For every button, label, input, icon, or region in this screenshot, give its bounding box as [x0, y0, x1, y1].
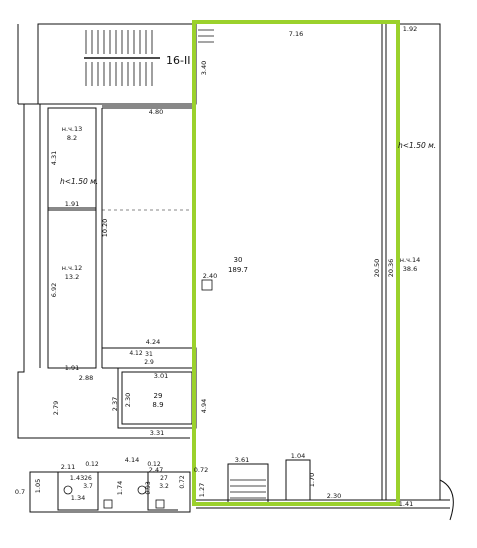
stair-label: 16-II	[166, 54, 190, 67]
room-29-number: 29	[154, 392, 163, 400]
height-note-right: h<1.50 м.	[398, 141, 436, 150]
wall-bottom-right	[196, 499, 450, 509]
dimension-labels: 7.16 1.92 3.40 4.80 4.31 10.20 1.91 6.92…	[15, 25, 417, 508]
wall-bottom-left	[29, 437, 191, 513]
dim-0-72: 0.72	[194, 466, 208, 474]
dim-2-47: 2.47	[149, 466, 163, 474]
dim-3-01: 3.01	[154, 372, 168, 380]
dim-2-30: 2.30	[124, 393, 132, 407]
dim-1-34: 1.34	[71, 494, 85, 502]
room-30-area: 189.7	[228, 266, 248, 274]
dim-1-91-a: 1.91	[65, 200, 79, 208]
dim-7-16: 7.16	[289, 30, 303, 38]
dim-1-91-b: 1.91	[65, 364, 79, 372]
dim-2-11: 2.11	[61, 463, 75, 471]
outer-wall-left	[17, 103, 40, 439]
room-13-area: 8.2	[67, 134, 77, 142]
dim-0-93: 0.93	[145, 481, 152, 495]
dim-0-72-b: 0.72	[179, 475, 186, 489]
dim-1-74: 1.74	[116, 481, 124, 495]
stair-flight-upper	[85, 30, 153, 54]
room-12-number: н.ч.12	[62, 264, 83, 272]
room-26-area: 3.7	[83, 483, 93, 490]
dim-20-36: 20.36	[387, 259, 395, 278]
wall-room-104	[285, 459, 311, 501]
height-note-left: h<1.50 м.	[60, 177, 98, 186]
dim-0-7: 0.7	[15, 488, 25, 496]
dim-4-24: 4.24	[146, 338, 160, 346]
room-12-area: 13.2	[65, 273, 79, 281]
dim-6-92: 6.92	[50, 283, 58, 297]
dim-4-80: 4.80	[149, 108, 163, 116]
stair-block-wall-left	[17, 24, 38, 105]
wall-top-main	[102, 105, 196, 109]
wall-right-curve	[439, 479, 454, 521]
stair-small-treads	[230, 479, 266, 499]
dim-3-31: 3.31	[150, 429, 164, 437]
room-31-number: 31	[145, 351, 153, 358]
dim-2-37: 2.37	[111, 397, 119, 411]
dim-4-94: 4.94	[200, 399, 208, 413]
room-13-number: н.ч.13	[62, 125, 83, 133]
fixtures	[63, 279, 213, 509]
room-14-area: 38.6	[403, 265, 417, 273]
dim-1-43: 1.43	[70, 474, 84, 482]
dim-1-70: 1.70	[308, 473, 316, 487]
wall-room13	[47, 107, 97, 369]
dim-20-50: 20.50	[373, 259, 381, 278]
dim-2-88: 2.88	[79, 374, 93, 382]
dim-1-27: 1.27	[198, 483, 206, 497]
wall-room26	[57, 472, 99, 511]
dim-10-20: 10.20	[101, 219, 109, 238]
wall-room27	[147, 472, 178, 511]
dim-4-14: 4.14	[125, 456, 139, 464]
dim-0-12-b: 0.12	[147, 461, 161, 468]
wall-room13-12-split	[48, 207, 96, 211]
dim-0-12: 0.12	[85, 461, 99, 468]
sink-icon-26	[103, 499, 113, 509]
room-31-area: 2.9	[144, 359, 154, 366]
toilet-icon-26	[63, 485, 73, 495]
dim-2-79: 2.79	[52, 401, 60, 415]
room-27-area: 3.2	[159, 483, 169, 490]
dim-1-92: 1.92	[403, 25, 417, 33]
dim-2-40: 2.40	[203, 272, 217, 280]
dim-3-40: 3.40	[200, 61, 208, 75]
stair-top-treads	[198, 29, 214, 43]
dim-3-61: 3.61	[235, 456, 249, 464]
dim-4-31: 4.31	[50, 151, 58, 165]
dim-2-30-b: 2.30	[327, 492, 341, 500]
stair-treads	[84, 29, 266, 499]
stair-flight-lower	[85, 62, 153, 86]
room-26-number: 26	[84, 475, 92, 482]
outer-wall-right	[398, 23, 441, 500]
dim-1-41: 1.41	[399, 500, 413, 508]
sink-icon-27	[155, 499, 165, 509]
outer-wall-right-inner	[381, 24, 387, 500]
highlight-frame	[192, 20, 400, 506]
toilet-icon-27	[137, 485, 147, 495]
room-30-number: 30	[234, 256, 243, 264]
column-icon	[201, 279, 213, 291]
room-29-area: 8.9	[152, 401, 163, 409]
dim-1-05: 1.05	[34, 479, 42, 493]
dim-1-04: 1.04	[291, 452, 305, 460]
room-14-number: н.ч.14	[400, 256, 421, 264]
guide-lines	[102, 209, 196, 349]
dim-4-12: 4.12	[129, 350, 143, 357]
room-27-number: 27	[160, 475, 168, 482]
room-labels: 30 189.7 31 2.9 29 8.9 н.ч.13 8.2 н.ч.12…	[60, 54, 436, 490]
